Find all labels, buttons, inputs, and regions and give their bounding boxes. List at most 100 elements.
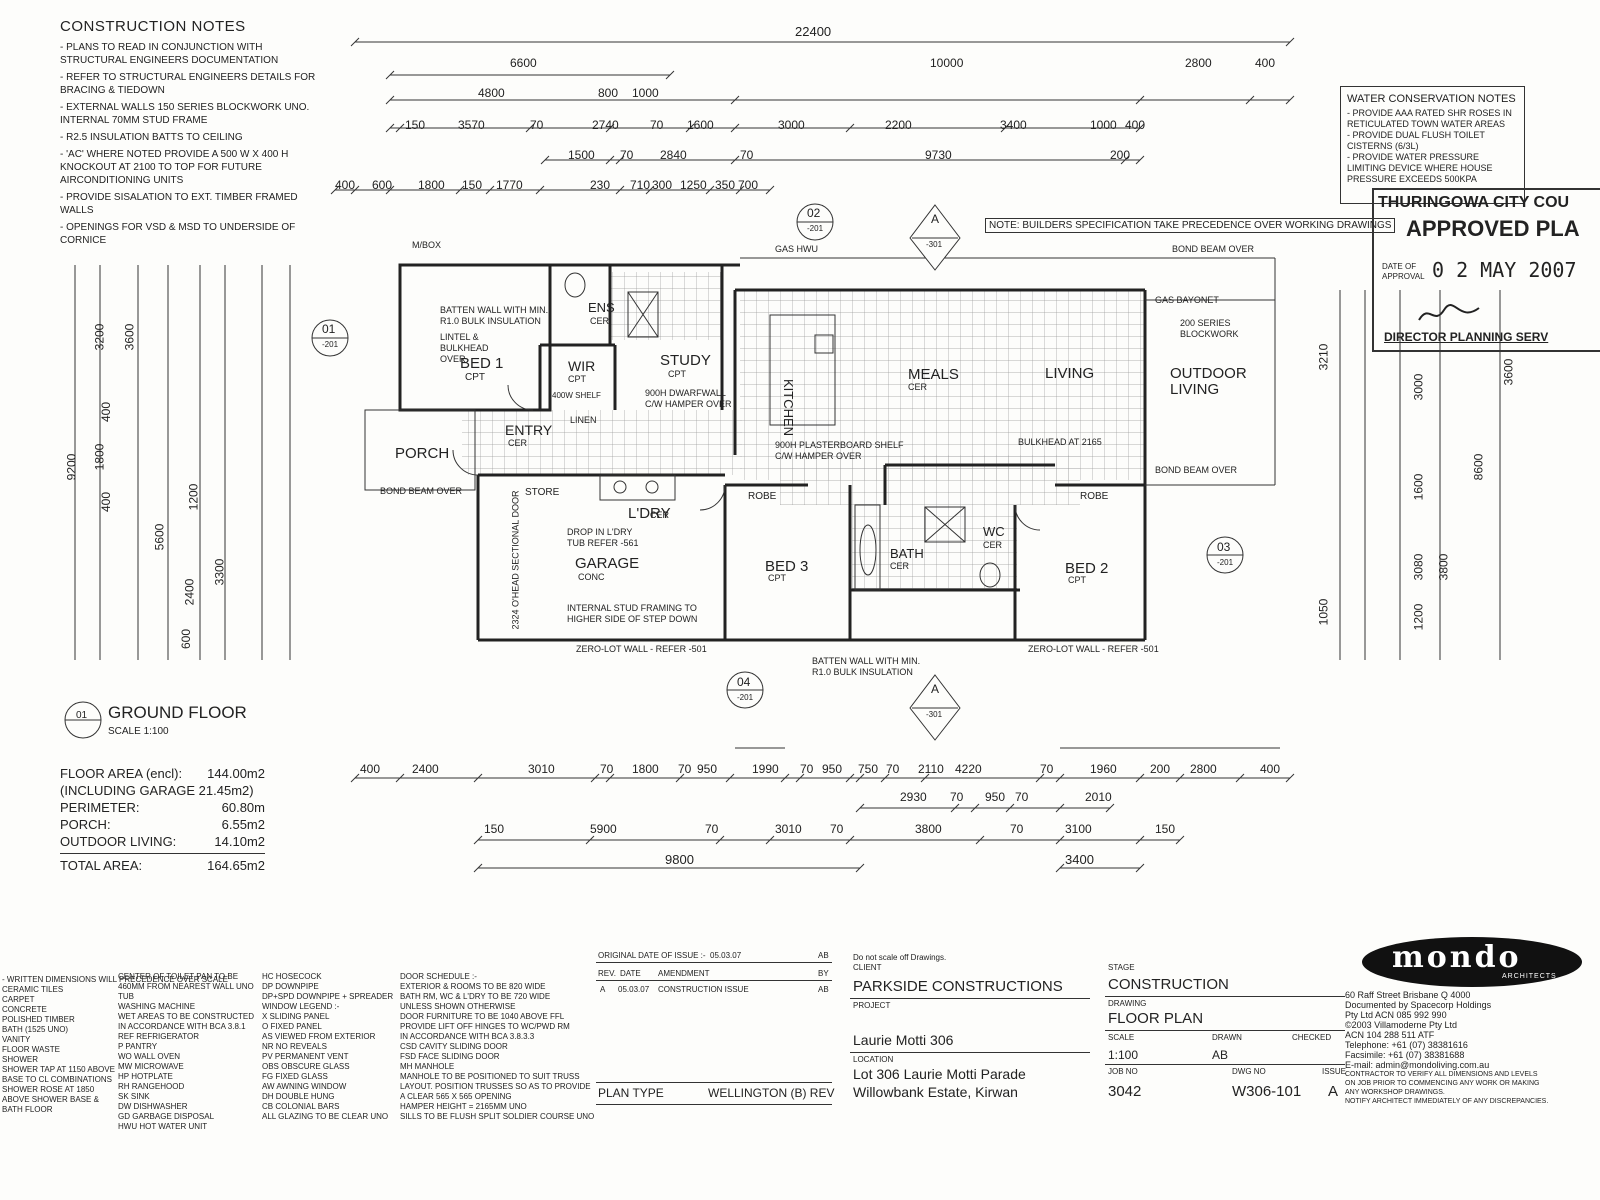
legend-item: DOOR FURNITURE TO BE 1040 ABOVE FFL xyxy=(400,1012,565,1021)
legend-item: AS VIEWED FROM EXTERIOR xyxy=(262,1032,376,1041)
legend-item: SK SINK xyxy=(118,1092,150,1101)
area-label: PERIMETER: xyxy=(60,800,140,815)
area-row: (INCLUDING GARAGE 21.45m2) xyxy=(60,782,265,799)
dimension-label: 1500 xyxy=(568,148,595,162)
dimension-label: 1200 xyxy=(186,483,201,511)
legend-item: X SLIDING PANEL xyxy=(262,1012,330,1021)
dimension-label: 400 xyxy=(1260,762,1281,776)
dimension-label: 8600 xyxy=(1471,453,1486,481)
orig-issue-label: ORIGINAL DATE OF ISSUE :- xyxy=(598,951,706,960)
room-label-bed2: BED 2 xyxy=(1065,560,1109,577)
dimension-label: 710 xyxy=(630,178,651,192)
legend-item: BATH RM, WC & L'DRY TO BE 720 WIDE xyxy=(400,992,551,1001)
legend-item: PROVIDE LIFT OFF HINGES TO WC/PWD RM xyxy=(400,1022,570,1031)
room-label-garage-floor: CONC xyxy=(578,572,605,582)
project-label: PROJECT xyxy=(853,1001,891,1010)
legend-item: CB COLONIAL BARS xyxy=(262,1102,340,1111)
dwg-value: W306-101 xyxy=(1232,1083,1302,1100)
dimension-label: 70 xyxy=(740,148,754,162)
firm-info-line: ANY WORKSHOP DRAWINGS. xyxy=(1345,1089,1445,1096)
dimension-label: 1800 xyxy=(92,443,107,471)
legend-item: - WRITTEN DIMENSIONS WILL PRECEDENCE OVE… xyxy=(2,975,228,984)
plan-note-blockwork: 200 SERIES BLOCKWORK xyxy=(1180,318,1239,339)
dimension-label: 400 xyxy=(335,178,356,192)
legend-item: DW DISHWASHER xyxy=(118,1102,188,1111)
legend-item: BASE TO CL COMBINATIONS xyxy=(2,1075,112,1084)
water-conservation-notes: WATER CONSERVATION NOTES - PROVIDE AAA R… xyxy=(1340,86,1525,204)
dimension-label: 70 xyxy=(705,822,719,836)
room-label-wir-floor: CPT xyxy=(568,374,586,384)
do-not-scale: Do not scale off Drawings. xyxy=(853,953,947,962)
dimension-label: 70 xyxy=(1010,822,1024,836)
legend-item: MH MANHOLE xyxy=(400,1062,455,1071)
job-label: JOB NO xyxy=(1108,1067,1138,1076)
plan-note-plaster-shelf: 900H PLASTERBOARD SHELF C/W HAMPER OVER xyxy=(775,440,904,461)
dimension-label: 3400 xyxy=(1000,118,1027,132)
room-label-ldry-floor: CER xyxy=(650,510,670,520)
plan-note-mbox: M/BOX xyxy=(412,240,442,250)
legend-item: UNLESS SHOWN OTHERWISE xyxy=(400,1002,516,1011)
plan-note-sectional-door: 2324 O'HEAD SECTIONAL DOOR xyxy=(510,490,521,630)
scale-label: SCALE xyxy=(1108,1033,1135,1042)
area-row: OUTDOOR LIVING:14.10m2 xyxy=(60,833,265,850)
legend-finishes: - WRITTEN DIMENSIONS WILL PRECEDENCE OVE… xyxy=(2,975,228,1115)
water-note-item: - PROVIDE AAA RATED SHR ROSES IN RETICUL… xyxy=(1347,108,1512,129)
plan-note-gas-hwu: GAS HWU xyxy=(775,244,819,254)
room-label-linen: LINEN xyxy=(570,415,597,425)
legend-item: WASHING MACHINE xyxy=(118,1002,196,1011)
room-label-garage: GARAGE xyxy=(575,555,640,572)
room-label-bed3: BED 3 xyxy=(765,558,809,575)
dimension-label: 3600 xyxy=(122,323,137,351)
dimension-label: 1250 xyxy=(680,178,707,192)
logo-sub: ARCHITECTS xyxy=(1502,973,1557,980)
legend-item: ALL GLAZING TO BE CLEAR UNO xyxy=(262,1112,389,1121)
construction-note-item: - R2.5 INSULATION BATTS TO CEILING xyxy=(60,132,243,143)
plan-note-drop-tub: DROP IN L'DRY TUB REFER -561 xyxy=(567,527,639,548)
dimension-label: 3000 xyxy=(778,118,805,132)
water-note-item: - PROVIDE WATER PRESSURE LIMITING DEVICE… xyxy=(1347,152,1493,184)
dimension-label: 400 xyxy=(99,401,114,423)
dimension-label: 2010 xyxy=(1085,790,1112,804)
construction-note-item: - REFER TO STRUCTURAL ENGINEERS DETAILS … xyxy=(60,72,316,96)
dimension-label: 70 xyxy=(1015,790,1029,804)
dimension-label: 950 xyxy=(822,762,843,776)
dimension-label: 2800 xyxy=(1185,56,1212,70)
legend-item: DP DOWNPIPE xyxy=(262,982,319,991)
section-marker-num: 02 xyxy=(807,206,821,220)
dimension-label: 2740 xyxy=(592,118,619,132)
area-value: 164.65m2 xyxy=(207,858,265,873)
dimension-label: 70 xyxy=(886,762,900,776)
dimension-label: 3010 xyxy=(528,762,555,776)
section-marker-ref: -201 xyxy=(737,693,754,702)
dimension-label: 400 xyxy=(1255,56,1276,70)
legend-item: PV PERMANENT VENT xyxy=(262,1052,349,1061)
dimension-label: 1770 xyxy=(496,178,523,192)
room-label-wc: WC xyxy=(983,524,1005,539)
legend-item: OBS OBSCURE GLASS xyxy=(262,1062,350,1071)
elevation-marker-num: A xyxy=(931,682,940,696)
dimension-label: 3080 xyxy=(1411,553,1426,581)
dimension-label: 1800 xyxy=(632,762,659,776)
legend-item: P PANTRY xyxy=(118,1042,158,1051)
firm-info-line: CONTRACTOR TO VERIFY ALL DIMENSIONS AND … xyxy=(1345,1071,1538,1078)
dimension-label: 3800 xyxy=(915,822,942,836)
room-label-living: LIVING xyxy=(1045,365,1095,382)
plan-note-zero-lot: ZERO-LOT WALL - REFER -501 xyxy=(1028,644,1159,654)
firm-info-line: Facsimile: +61 (07) 38381688 xyxy=(1345,1050,1465,1060)
construction-note-item: - PROVIDE SISALATION TO EXT. TIMBER FRAM… xyxy=(60,192,298,216)
section-marker-num: 03 xyxy=(1217,540,1231,554)
firm-info-line: 60 Raff Street Brisbane Q 4000 xyxy=(1345,990,1471,1000)
dimension-label: 70 xyxy=(530,118,544,132)
plan-note-bulkhead: BULKHEAD AT 2165 xyxy=(1018,437,1102,447)
dimension-label: 3200 xyxy=(92,323,107,351)
legend-item: MANHOLE TO BE POSITIONED TO SUIT TRUSS xyxy=(400,1072,580,1081)
checked-label: CHECKED xyxy=(1292,1033,1332,1042)
legend-item: BATH FLOOR xyxy=(2,1105,53,1114)
dimension-label: 3300 xyxy=(212,558,227,586)
rev-a-amendment: CONSTRUCTION ISSUE xyxy=(658,985,749,994)
construction-note-item: - PLANS TO READ IN CONJUNCTION WITH STRU… xyxy=(60,42,279,66)
dimension-label: 3000 xyxy=(1411,373,1426,401)
room-label-wc-floor: CER xyxy=(983,540,1003,550)
plan-note-lintel: LINTEL & BULKHEAD OVER xyxy=(440,332,489,364)
construction-note-item: - OPENINGS FOR VSD & MSD TO UNDERSIDE OF… xyxy=(60,222,296,246)
